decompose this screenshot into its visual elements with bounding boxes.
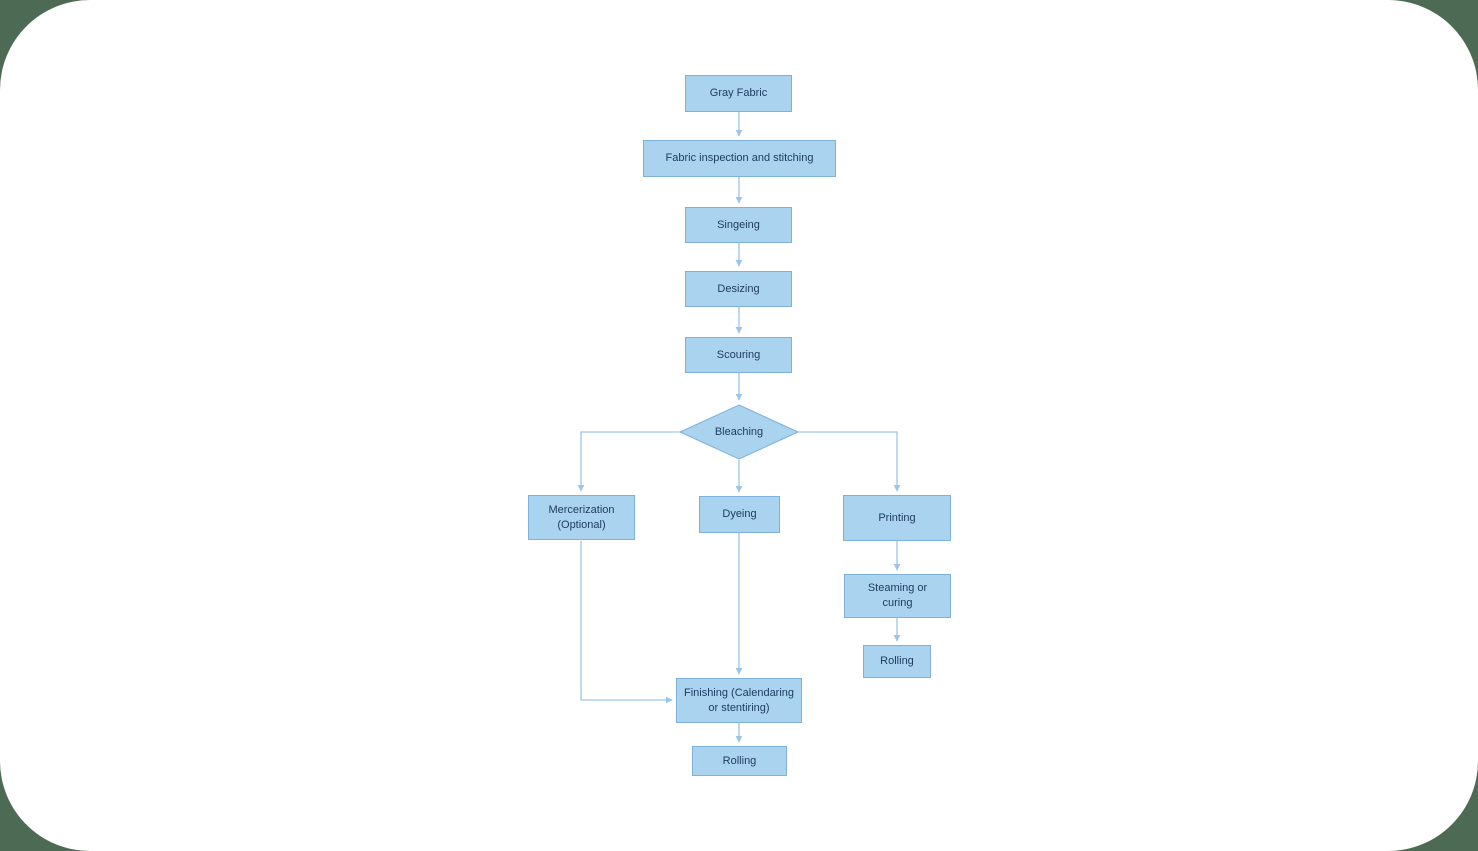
node-label: Scouring	[716, 348, 761, 361]
node-label: Bleaching	[714, 425, 764, 438]
node-label: Dyeing	[722, 508, 757, 521]
node-label: Desizing	[717, 282, 760, 295]
node-dyeing[interactable]: Dyeing	[699, 496, 780, 533]
node-label: Steaming or curing	[867, 582, 928, 609]
node-printing[interactable]: Printing	[843, 495, 951, 541]
node-singeing[interactable]: Singeing	[685, 207, 792, 243]
node-scouring[interactable]: Scouring	[685, 337, 792, 373]
node-finishing[interactable]: Finishing (Calendaring or stentiring)	[676, 678, 802, 723]
node-rolling-final[interactable]: Rolling	[692, 746, 787, 776]
node-desizing[interactable]: Desizing	[685, 271, 792, 307]
node-label: Finishing (Calendaring or stentiring)	[683, 686, 795, 714]
diamond-shape	[679, 404, 799, 460]
node-label: Fabric inspection and stitching	[665, 152, 814, 165]
node-label: Printing	[878, 511, 916, 524]
node-label: Mercerization (Optional)	[548, 503, 615, 531]
node-bleaching[interactable]: Bleaching	[679, 404, 799, 460]
node-label: Rolling	[880, 655, 914, 668]
edge-bleaching-printing	[799, 431, 901, 492]
node-label: Rolling	[722, 754, 757, 767]
edge-bleaching-mercerization	[577, 431, 679, 492]
node-gray-fabric[interactable]: Gray Fabric	[685, 75, 792, 112]
node-label: Singeing	[717, 218, 760, 231]
node-steaming-or-curing[interactable]: Steaming or curing	[844, 574, 951, 618]
node-rolling-after-steaming[interactable]: Rolling	[863, 645, 931, 678]
node-label: Gray Fabric	[709, 87, 768, 100]
node-fabric-inspection[interactable]: Fabric inspection and stitching	[643, 140, 836, 177]
node-mercerization[interactable]: Mercerization (Optional)	[528, 495, 635, 540]
edge-mercerization-finishing	[580, 541, 673, 704]
